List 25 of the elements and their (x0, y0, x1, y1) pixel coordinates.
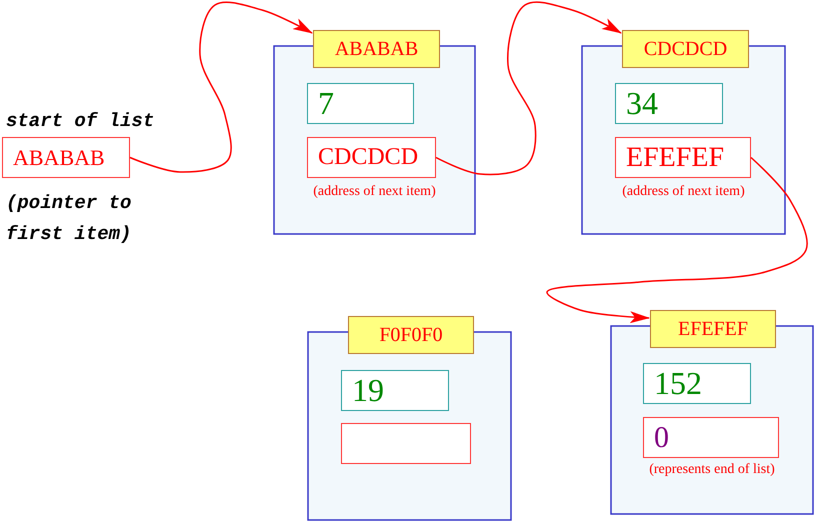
value-field: 19 (341, 370, 449, 411)
address-tab: ABABAB (313, 30, 440, 68)
pointer-arrow (130, 2, 313, 173)
list-item-box (581, 30, 786, 235)
pointer-caption: start of list (6, 109, 156, 134)
pointer-field: ABABAB (2, 137, 130, 178)
value-field: 7 (307, 83, 414, 124)
address-tab: EFEFEF (650, 310, 776, 348)
value-field: 152 (643, 363, 751, 404)
field-caption: (address of next item) (621, 184, 746, 200)
pointer-arrow (436, 1, 622, 176)
pointer-arrow (546, 156, 808, 324)
pointer-field: 0 (643, 417, 779, 458)
value-field: 34 (615, 83, 723, 124)
pointer-caption: (pointer to first item) (6, 191, 132, 247)
pointer-field: CDCDCD (307, 137, 436, 178)
address-tab: F0F0F0 (348, 316, 474, 354)
field-caption: (address of next item) (312, 184, 437, 200)
pointer-field: EFEFEF (615, 137, 751, 178)
address-tab: CDCDCD (622, 30, 749, 68)
list-item-box (307, 316, 512, 521)
list-item-box (610, 310, 814, 515)
field-caption: (represents end of list) (648, 462, 776, 478)
list-item-box (273, 30, 476, 235)
empty-pointer-field (341, 423, 471, 464)
